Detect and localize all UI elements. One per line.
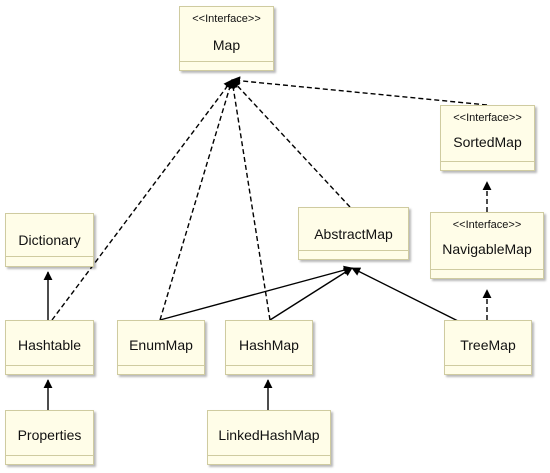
navigablemap-stereotype: <<Interface>>	[452, 219, 522, 231]
properties-name: Properties	[17, 427, 82, 443]
enummap-name: EnumMap	[129, 337, 193, 353]
map-name: Map	[212, 37, 241, 53]
dictionary-name: Dictionary	[18, 232, 81, 248]
class-sortedmap: <<Interface>> SortedMap	[440, 105, 535, 171]
edge-abstractmap-implements-map	[231, 79, 351, 208]
hashtable-name: Hashtable	[17, 337, 82, 353]
edge-hashmap-extends-abstractmap	[269, 267, 353, 321]
class-linkedhashmap: LinkedHashMap	[207, 410, 331, 465]
class-hashmap: HashMap	[225, 320, 313, 375]
abstractmap-name: AbstractMap	[314, 226, 393, 242]
treemap-name: TreeMap	[460, 337, 516, 353]
hashmap-name: HashMap	[239, 337, 299, 353]
edge-sortedmap-implements-map	[231, 76, 488, 106]
edge-hashmap-implements-map	[228, 79, 271, 321]
edge-hashtable-implements-map	[51, 79, 233, 321]
edge-enummap-extends-abstractmap	[159, 265, 353, 321]
class-navigablemap: <<Interface>> NavigableMap	[430, 212, 544, 279]
sortedmap-name: SortedMap	[453, 134, 522, 150]
map-stereotype: <<Interface>>	[192, 13, 261, 25]
class-dictionary: Dictionary	[5, 213, 94, 267]
linkedhashmap-name: LinkedHashMap	[218, 427, 320, 443]
edge-enummap-implements-map	[159, 79, 234, 321]
navigablemap-name: NavigableMap	[442, 241, 532, 257]
class-treemap: TreeMap	[444, 320, 532, 375]
class-enummap: EnumMap	[117, 320, 205, 375]
class-map: <<Interface>> Map	[179, 6, 274, 71]
class-hashtable: Hashtable	[5, 320, 94, 375]
class-abstractmap: AbstractMap	[298, 207, 409, 260]
class-properties: Properties	[5, 410, 94, 465]
sortedmap-stereotype: <<Interface>>	[453, 112, 522, 124]
